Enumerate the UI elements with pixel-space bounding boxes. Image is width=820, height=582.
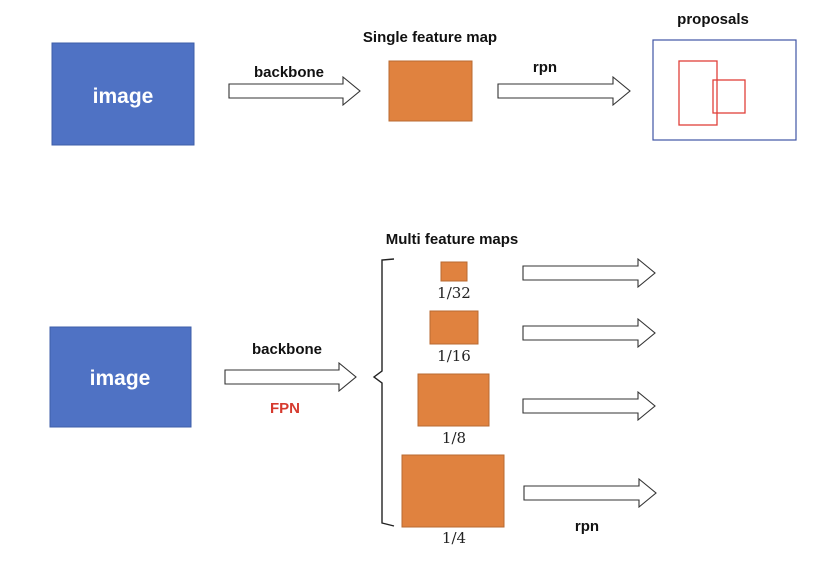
- top-rpn-label: rpn: [533, 59, 557, 76]
- top-backbone-label: backbone: [254, 64, 324, 81]
- feature-map-1-32: [440, 261, 468, 282]
- rpn-arrow-1-4: [523, 477, 657, 509]
- bottom-image-box: [49, 326, 192, 428]
- rpn-arrow-1-16: [522, 317, 656, 349]
- scale-brace: [372, 258, 395, 527]
- multi-feature-title: Multi feature maps: [386, 231, 519, 248]
- feature-map-1-8: [417, 373, 490, 427]
- bottom-pipeline: image backbone FPN Multi feature maps 1/…: [49, 231, 657, 547]
- top-pipeline: image backbone Single feature map rpn pr…: [51, 11, 797, 146]
- top-rpn-arrow: [497, 75, 631, 107]
- bottom-backbone-arrow: [224, 361, 357, 393]
- feature-map-1-4: [401, 454, 505, 528]
- top-feature-title: Single feature map: [363, 29, 497, 46]
- scale-label-1-32: 1/32: [437, 284, 471, 302]
- top-image-box: [51, 42, 195, 146]
- bottom-backbone-label: backbone: [252, 341, 322, 358]
- fpn-label: FPN: [270, 400, 300, 417]
- bottom-rpn-label: rpn: [575, 518, 599, 535]
- scale-label-1-8: 1/8: [442, 429, 466, 447]
- rpn-arrow-1-32: [522, 257, 656, 289]
- scale-label-1-4: 1/4: [442, 529, 466, 547]
- proposal-box-small: [712, 79, 746, 114]
- top-image-label: image: [93, 85, 154, 108]
- scale-label-1-16: 1/16: [437, 347, 471, 365]
- bottom-image-label: image: [90, 367, 151, 390]
- rpn-arrow-1-8: [522, 390, 656, 422]
- feature-map-1-16: [429, 310, 479, 345]
- top-backbone-arrow: [228, 75, 361, 107]
- proposals-frame: [652, 39, 797, 141]
- proposal-box-large: [678, 60, 718, 126]
- top-feature-map: [388, 60, 473, 122]
- proposals-title: proposals: [677, 11, 749, 28]
